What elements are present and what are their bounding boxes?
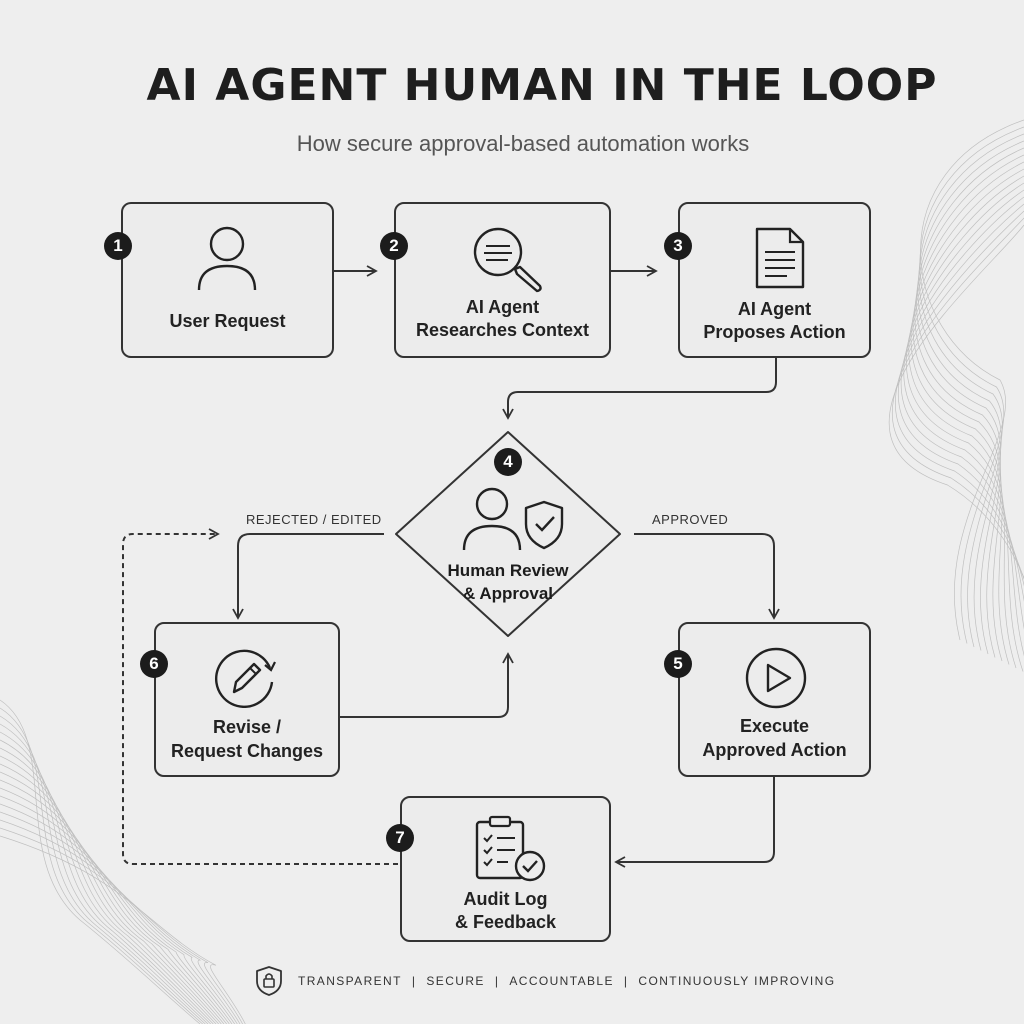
arrow-4-to-6: [232, 533, 384, 620]
step-3-label-line1: AI Agent: [737, 299, 812, 319]
step-2-label-line2: Researches Context: [415, 320, 590, 340]
rejected-branch-label: REJECTED / EDITED: [246, 512, 382, 527]
step-4-badge: 4: [494, 448, 522, 476]
step-3-label-line2: Proposes Action: [703, 322, 846, 342]
page-subtitle: How secure approval-based automation wor…: [296, 131, 750, 156]
step-7-label-line1: Audit Log: [463, 889, 548, 909]
page-title: AI AGENT HUMAN IN THE LOOP: [146, 60, 938, 111]
footer-item-transparent: TRANSPARENT: [298, 974, 402, 988]
step-6-label-line1: Revise /: [212, 717, 282, 737]
play-icon: [745, 647, 807, 709]
pencil-refresh-icon: [215, 649, 276, 708]
lock-shield-icon: [256, 966, 282, 996]
step-5-badge: 5: [664, 650, 692, 678]
arrow-4-to-5: [634, 533, 780, 620]
step-2-card: AI Agent Researches Context: [394, 202, 611, 358]
step-7-badge: 7: [386, 824, 414, 852]
step-3-badge: 3: [664, 232, 692, 260]
footer-values: TRANSPARENT|SECURE|ACCOUNTABLE|CONTINUOU…: [298, 974, 836, 988]
footer-item-continuously-improving: CONTINUOUSLY IMPROVING: [638, 974, 836, 988]
step-5-card: Execute Approved Action: [678, 622, 871, 777]
step-6-badge: 6: [140, 650, 168, 678]
step-5-label-line1: Execute: [739, 716, 810, 736]
footer-item-accountable: ACCOUNTABLE: [509, 974, 614, 988]
arrow-3-to-4: [502, 358, 777, 420]
footer-item-secure: SECURE: [426, 974, 485, 988]
arrow-6-to-4: [340, 652, 514, 718]
arrow-7-feedback-dashed: [122, 528, 398, 865]
step-6-label-line2: Request Changes: [170, 741, 324, 761]
step-4-label-line2: & Approval: [462, 584, 554, 603]
checklist-icon: [475, 815, 546, 882]
step-1-card: User Request: [121, 202, 334, 358]
user-shield-icon: [462, 487, 564, 551]
step-4-label-line1: Human Review: [447, 561, 569, 580]
step-1-badge: 1: [104, 232, 132, 260]
step-3-card: AI Agent Proposes Action: [678, 202, 871, 358]
step-6-card: Revise / Request Changes: [154, 622, 340, 777]
user-icon: [197, 226, 257, 291]
approved-branch-label: APPROVED: [652, 512, 729, 527]
step-2-label-line1: AI Agent: [465, 297, 540, 317]
step-5-label-line2: Approved Action: [702, 740, 847, 760]
document-icon: [755, 227, 805, 289]
step-1-label: User Request: [169, 311, 286, 331]
step-7-card: Audit Log & Feedback: [400, 796, 611, 942]
step-2-badge: 2: [380, 232, 408, 260]
arrow-5-to-7: [614, 777, 775, 868]
magnifier-icon: [473, 227, 542, 293]
step-7-label-line2: & Feedback: [454, 912, 557, 932]
step-4-diamond: [395, 431, 621, 637]
